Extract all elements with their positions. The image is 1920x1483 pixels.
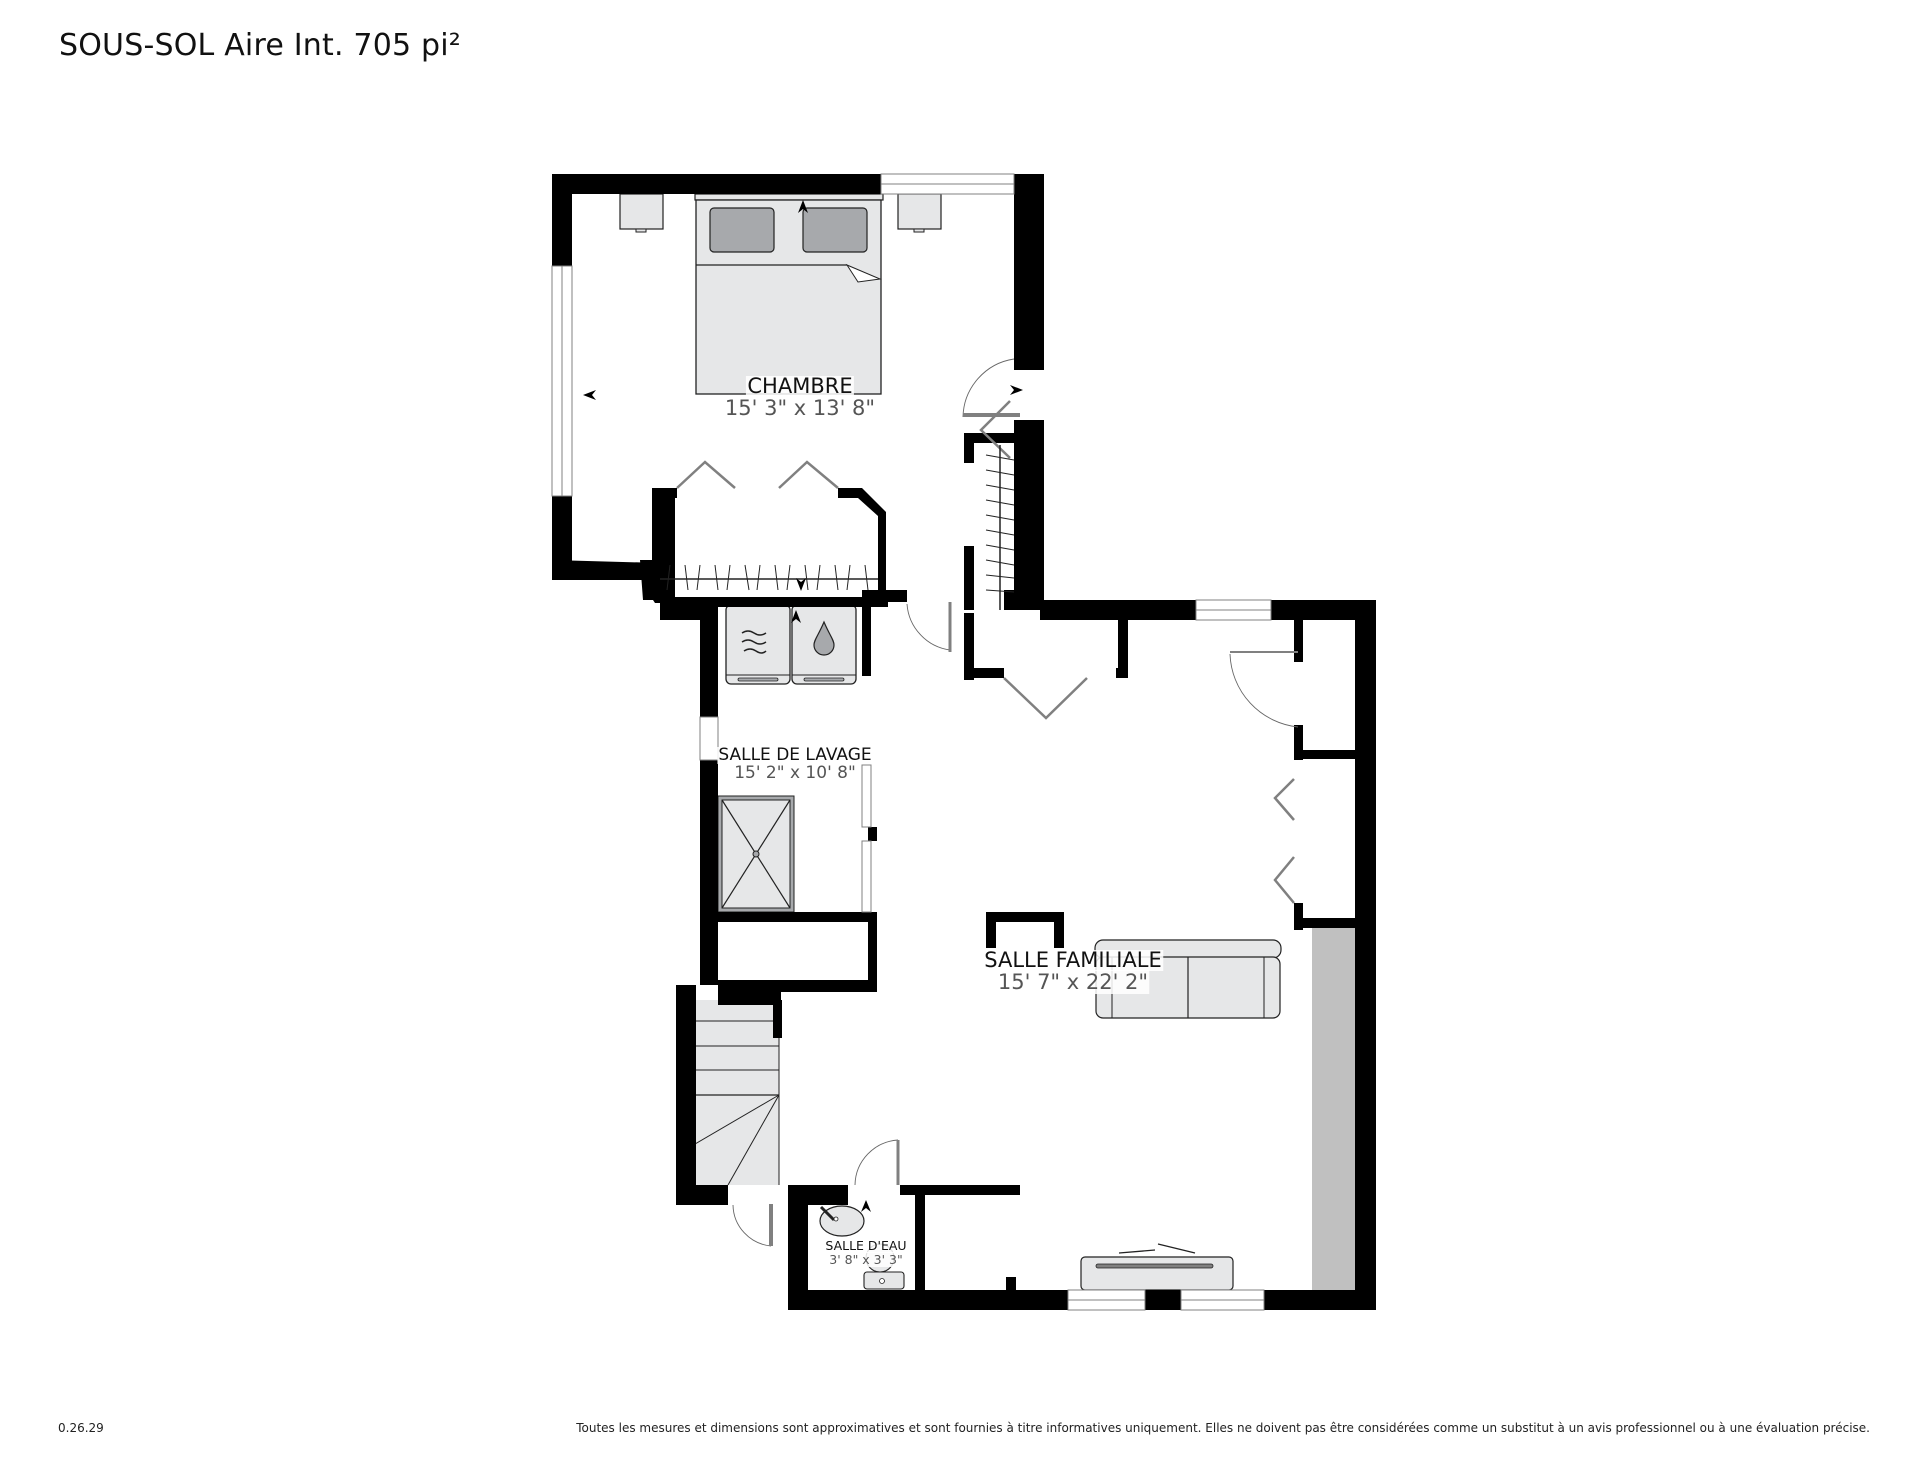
walls xyxy=(552,174,1376,1310)
washer-icon xyxy=(791,604,857,685)
room-name: SALLE DE LAVAGE xyxy=(717,745,873,765)
windows xyxy=(551,173,1272,1311)
dryer-icon xyxy=(725,604,791,685)
version-label: 0.26.29 xyxy=(58,1421,104,1435)
room-name: SALLE FAMILIALE xyxy=(983,948,1163,972)
room-label-salle-familiale: SALLE FAMILIALE 15' 7" x 22' 2" xyxy=(983,948,1163,994)
tv-console-icon xyxy=(1080,1243,1234,1291)
built-in-shelf xyxy=(1312,928,1355,1294)
disclaimer-text: Toutes les mesures et dimensions sont ap… xyxy=(576,1421,1870,1435)
stairs-icon xyxy=(694,1000,780,1186)
bed-icon xyxy=(694,193,884,395)
room-label-salle-deau: SALLE D'EAU 3' 8" x 3' 3" xyxy=(824,1237,908,1267)
direction-arrows xyxy=(583,200,1023,1212)
closet-rod-icon xyxy=(660,445,1015,610)
sink-icon xyxy=(819,1205,865,1237)
nightstand-icon xyxy=(619,193,664,233)
page-title: SOUS-SOL Aire Int. 705 pi² xyxy=(59,28,462,63)
room-label-salle-de-lavage: SALLE DE LAVAGE 15' 2" x 10' 8" xyxy=(717,745,873,783)
doors xyxy=(732,358,1299,1247)
room-name: SALLE D'EAU xyxy=(824,1238,908,1253)
room-dimensions: 3' 8" x 3' 3" xyxy=(828,1252,904,1267)
shower-icon xyxy=(717,795,795,913)
room-dimensions: 15' 3" x 13' 8" xyxy=(723,396,877,420)
room-name: CHAMBRE xyxy=(746,374,854,398)
room-dimensions: 15' 7" x 22' 2" xyxy=(996,970,1150,994)
room-label-chambre: CHAMBRE 15' 3" x 13' 8" xyxy=(723,374,877,420)
room-dimensions: 15' 2" x 10' 8" xyxy=(733,763,857,783)
nightstand-icon xyxy=(897,193,942,233)
